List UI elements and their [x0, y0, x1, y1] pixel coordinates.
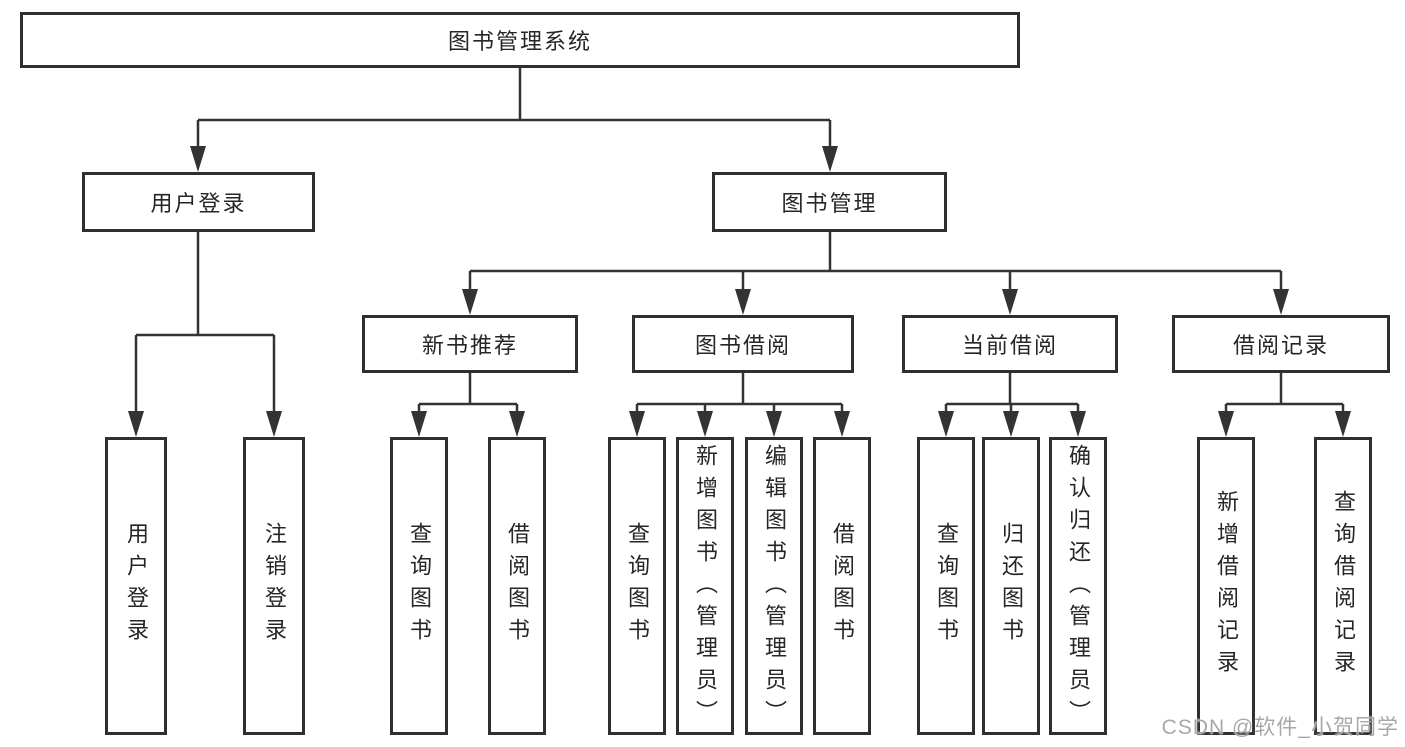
leaf-recommend-borrow-books: 借阅图书: [488, 437, 546, 735]
leaf-borrow-books: 借阅图书: [813, 437, 871, 735]
leaf-add-books-admin-label: 新增图书（管理员）: [693, 444, 718, 732]
node-book-borrowing: 图书借阅: [632, 315, 854, 373]
leaf-borrow-books-label: 借阅图书: [830, 522, 855, 650]
node-current-borrowing-label: 当前借阅: [961, 333, 1058, 358]
leaf-edit-books-admin: 编辑图书（管理员）: [745, 437, 803, 735]
leaf-current-query-books: 查询图书: [917, 437, 975, 735]
node-book-management-label: 图书管理: [781, 191, 878, 216]
leaf-add-borrow-record-label: 新增借阅记录: [1214, 490, 1239, 682]
node-new-book-recommend: 新书推荐: [362, 315, 578, 373]
leaf-query-borrow-record: 查询借阅记录: [1314, 437, 1372, 735]
leaf-user-login-label: 用户登录: [124, 522, 149, 650]
leaf-return-books: 归还图书: [982, 437, 1040, 735]
node-user-login-group-label: 用户登录: [150, 191, 247, 216]
leaf-recommend-query-books: 查询图书: [390, 437, 448, 735]
leaf-borrow-query-books: 查询图书: [608, 437, 666, 735]
node-book-management: 图书管理: [712, 172, 947, 232]
leaf-current-query-books-label: 查询图书: [934, 522, 959, 650]
node-book-borrowing-label: 图书借阅: [694, 333, 791, 358]
node-borrowing-records-label: 借阅记录: [1232, 333, 1329, 358]
node-system-root: 图书管理系统: [20, 12, 1020, 68]
leaf-add-borrow-record: 新增借阅记录: [1197, 437, 1255, 735]
leaf-return-books-label: 归还图书: [999, 522, 1024, 650]
leaf-recommend-borrow-books-label: 借阅图书: [505, 522, 530, 650]
leaf-borrow-query-books-label: 查询图书: [625, 522, 650, 650]
node-user-login-group: 用户登录: [82, 172, 315, 232]
leaf-confirm-return-admin-label: 确认归还（管理员）: [1066, 444, 1091, 732]
node-system-root-label: 图书管理系统: [447, 29, 592, 54]
node-current-borrowing: 当前借阅: [902, 315, 1118, 373]
leaf-query-borrow-record-label: 查询借阅记录: [1331, 490, 1356, 682]
leaf-add-books-admin: 新增图书（管理员）: [676, 437, 734, 735]
leaf-edit-books-admin-label: 编辑图书（管理员）: [762, 444, 787, 732]
leaf-confirm-return-admin: 确认归还（管理员）: [1049, 437, 1107, 735]
csdn-watermark: CSDN @软件_小贺同学: [1161, 716, 1399, 739]
leaf-logout: 注销登录: [243, 437, 305, 735]
node-borrowing-records: 借阅记录: [1172, 315, 1390, 373]
leaf-user-login: 用户登录: [105, 437, 167, 735]
leaf-logout-label: 注销登录: [262, 522, 287, 650]
node-new-book-recommend-label: 新书推荐: [421, 333, 518, 358]
leaf-recommend-query-books-label: 查询图书: [407, 522, 432, 650]
